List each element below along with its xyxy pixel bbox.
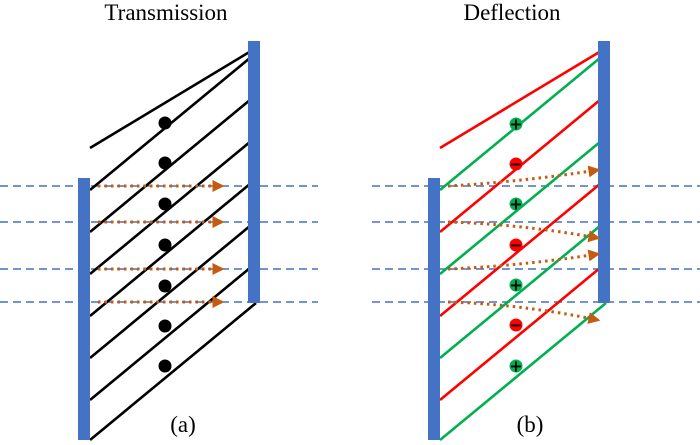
charge-dot (509, 238, 523, 252)
deflection-panel: Deflection + − + − + − + (b) (428, 0, 610, 442)
charge-dot (509, 278, 523, 292)
dashed-rays (0, 185, 700, 303)
transmission-panel: Transmission (a) (78, 0, 260, 442)
negative-charge-4: − (509, 236, 522, 255)
transmission-arrows (98, 180, 225, 308)
transmission-wire-2 (89, 93, 257, 234)
deflection-wire-4 (439, 177, 607, 318)
charge-dot-4 (158, 238, 172, 252)
charge-dot (509, 197, 523, 211)
transmission-wire-1 (89, 51, 257, 192)
charge-dot-6 (158, 319, 172, 333)
charge-sign: + (509, 115, 522, 134)
deflected-arrow-1 (447, 165, 601, 188)
transmission-wire-4 (89, 177, 257, 318)
deflected-arrow-3 (447, 249, 601, 271)
deflection-wire-6 (439, 261, 607, 402)
charge-dot-5 (158, 279, 172, 293)
negative-charge-6: − (509, 316, 522, 335)
charge-dot (509, 318, 523, 332)
left-front-plate (78, 178, 90, 440)
deflection-wire-0 (439, 46, 607, 150)
charge-sign: − (509, 236, 522, 255)
transmission-wires (89, 46, 257, 442)
positive-charge-3: + (509, 195, 522, 214)
deflection-wire-3 (439, 135, 607, 276)
charge-sign: + (509, 276, 522, 295)
right-front-plate (428, 178, 440, 440)
charge-dot-7 (158, 359, 172, 373)
positive-charge-7: + (509, 357, 522, 376)
deflection-wire-1 (439, 51, 607, 192)
charge-dot (509, 157, 523, 171)
deflection-arrows (447, 165, 601, 324)
charge-sign: + (509, 195, 522, 214)
positive-charge-1: + (509, 115, 522, 134)
charge-dot (509, 117, 523, 131)
deflection-wire-5 (439, 219, 607, 360)
transmission-title: Transmission (104, 0, 228, 25)
charge-sign: − (509, 155, 522, 174)
charge-sign: + (509, 357, 522, 376)
right-back-plate (598, 41, 610, 303)
transmission-wire-5 (89, 219, 257, 360)
charge-dot-2 (158, 156, 172, 170)
deflected-arrow-2 (447, 220, 601, 243)
charge-dot-3 (158, 197, 172, 211)
deflection-wires (439, 46, 607, 442)
transmission-dots (158, 116, 172, 373)
positive-charge-5: + (509, 276, 522, 295)
transmission-wire-0 (89, 46, 257, 150)
transmission-wire-6 (89, 261, 257, 402)
left-back-plate (248, 41, 260, 303)
charge-dot (509, 359, 523, 373)
caption-b: (b) (517, 412, 544, 437)
deflection-wire-7 (439, 301, 607, 442)
negative-charge-2: − (509, 155, 522, 174)
deflection-wire-2 (439, 93, 607, 234)
deflection-title: Deflection (463, 0, 561, 25)
charge-sign: − (509, 316, 522, 335)
transmission-wire-7 (89, 301, 257, 442)
caption-a: (a) (170, 412, 196, 437)
deflection-charges: + − + − + − + (509, 115, 522, 376)
deflected-arrow-4 (447, 300, 601, 324)
charge-dot-1 (158, 116, 172, 130)
transmission-wire-3 (89, 135, 257, 276)
